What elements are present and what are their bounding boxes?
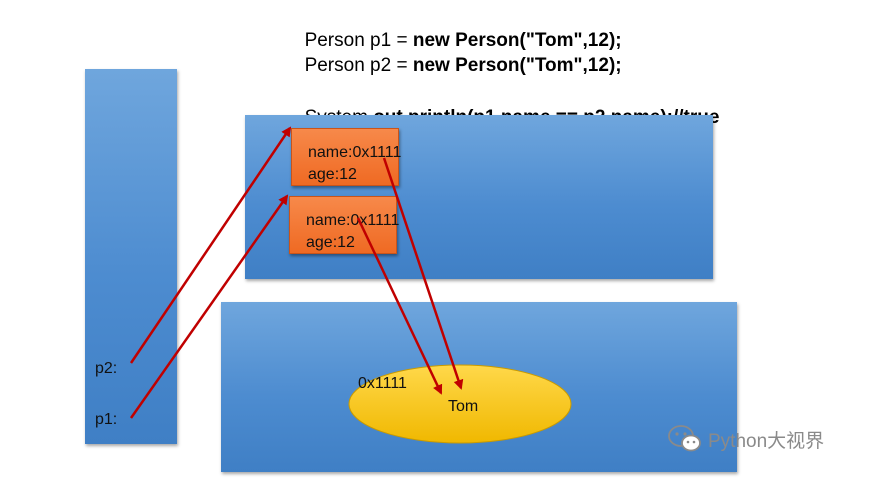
heap-object-2-age: age:12 xyxy=(306,234,355,251)
p2-label: p2: xyxy=(95,360,118,377)
string-tom-ellipse xyxy=(348,364,572,444)
watermark: Python大视界 xyxy=(668,424,824,454)
code-line-1: Person p1 = new Person("Tom",12); xyxy=(294,8,622,52)
p1-label: p1: xyxy=(95,411,118,428)
wechat-icon xyxy=(668,425,701,452)
string-address-label: 0x1111 xyxy=(358,375,407,392)
arrow-p1-to-object-2 xyxy=(129,194,289,419)
heap-object-1-age: age:12 xyxy=(308,166,357,183)
heap-object-1: name:0x1111 age:12 xyxy=(291,128,402,186)
arrow-p2-to-object-1 xyxy=(129,126,292,364)
code-line-2-plain: Person p2 = xyxy=(304,55,413,76)
code-line-2-bold: new Person("Tom",12); xyxy=(412,55,622,76)
code-line-1-plain: Person p1 = xyxy=(304,30,413,51)
heap-object-2-name: name:0x1111 xyxy=(306,212,400,229)
string-value-label: Tom xyxy=(448,398,479,415)
heap-object-1-name: name:0x1111 xyxy=(308,144,402,161)
watermark-text: Python大视界 xyxy=(708,430,825,452)
code-line-2: Person p2 = new Person("Tom",12); xyxy=(294,33,622,77)
arrow-object-2-to-tom xyxy=(356,217,443,395)
arrow-object-1-to-tom xyxy=(382,157,464,390)
heap-object-2: name:0x1111 age:12 xyxy=(289,196,400,254)
code-line-1-bold: new Person("Tom",12); xyxy=(412,30,622,51)
stack-panel xyxy=(85,69,177,444)
